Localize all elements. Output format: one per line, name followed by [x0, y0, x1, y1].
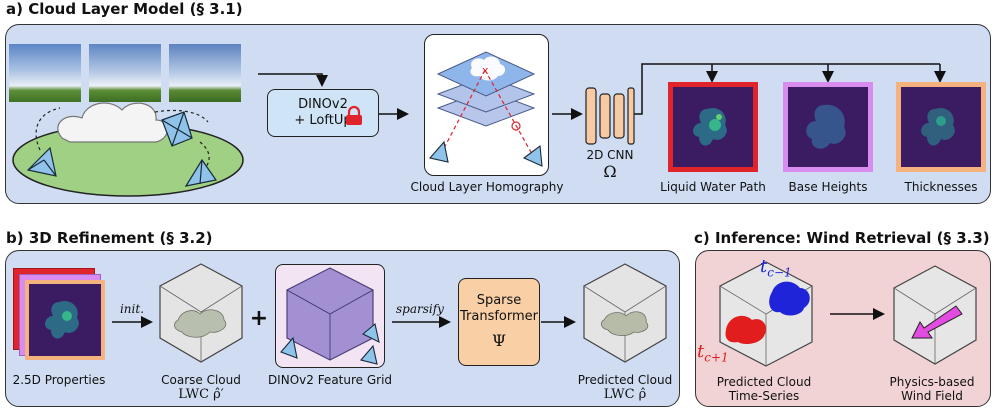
- wind-field-cube: [893, 265, 977, 365]
- lock-icon: [346, 105, 362, 125]
- output-label-lwp: Liquid Water Path: [660, 180, 766, 194]
- output-label-thickness: Thicknesses: [904, 180, 978, 194]
- sky-photo-2: [89, 44, 161, 102]
- stack-label: 2.5D Properties: [12, 373, 106, 387]
- camera-icon-grid-bottom: [360, 344, 378, 365]
- output-map-base-heights: [783, 82, 873, 172]
- homography-illustration: x: [428, 51, 543, 167]
- stack-layer-top: [25, 280, 105, 360]
- feature-grid-illustration: [280, 267, 380, 365]
- camera-icon-grid-left: [280, 336, 298, 359]
- cloud-field-stack: [45, 300, 79, 339]
- wind-line1: Physics-based: [889, 375, 975, 389]
- camera-icon-homography-right: [522, 144, 543, 167]
- sparsify-label: sparsify: [396, 302, 444, 316]
- wind-label: Physics-based Wind Field: [874, 375, 990, 404]
- cnn-block-icon: [585, 87, 635, 145]
- output-map-liquid-water-path: [668, 82, 758, 172]
- t-prev-letter: t: [760, 256, 768, 277]
- homography-label: Cloud Layer Homography: [410, 180, 564, 194]
- t-prev-label: tc−1: [760, 256, 820, 280]
- sparse-transformer-block: Sparse Transformer Ψ: [458, 278, 540, 366]
- dinov2-loftup-encoder: DINOv2 + LoftUp: [267, 89, 379, 137]
- series-line2: Time-Series: [728, 389, 800, 404]
- output-map-thicknesses: [896, 82, 986, 172]
- panel-b-title: b) 3D Refinement (§ 3.2): [6, 229, 213, 247]
- sky-photo-1: [9, 44, 81, 102]
- transformer-line2: Transformer: [459, 309, 538, 324]
- camera-icon-homography-left: [428, 140, 449, 163]
- wind-arrow-icon: [911, 305, 963, 339]
- predicted-cloud-cube: [583, 263, 667, 363]
- init-label: init.: [119, 302, 145, 316]
- cloud-field-thickness: [921, 107, 955, 146]
- transformer-symbol: Ψ: [491, 331, 507, 351]
- time-series-cube: [719, 261, 813, 367]
- camera-icon-top: [161, 111, 193, 147]
- camera-icon-left: [26, 146, 57, 177]
- transformer-line1: Sparse: [476, 292, 522, 308]
- t-prev-sub: c−1: [767, 265, 792, 280]
- coarse-label: Coarse Cloud: [161, 373, 241, 387]
- panel-c-title: c) Inference: Wind Retrieval (§ 3.3): [694, 229, 990, 247]
- camera-icon-grid-right: [362, 322, 380, 344]
- t-next-label: tc+1: [697, 341, 757, 365]
- cloud-field-base: [806, 104, 846, 149]
- arrow-homography-to-cnn: [552, 63, 946, 120]
- coarse-sub: LWC ρ̂′: [178, 387, 224, 402]
- camera-icon-right: [184, 158, 218, 187]
- t-next-letter: t: [697, 341, 705, 362]
- series-label: Predicted Cloud Time-Series: [706, 375, 822, 404]
- series-line1: Predicted Cloud: [716, 375, 812, 389]
- panel-a-title: a) Cloud Layer Model (§ 3.1): [6, 0, 243, 18]
- encoder-line2: + LoftUp: [294, 113, 352, 128]
- plus-sign: +: [249, 306, 269, 331]
- cnn-label: 2D CNN: [586, 148, 634, 162]
- camera-ground-scene: [12, 102, 244, 197]
- cloud-field-lwp: [693, 107, 727, 146]
- feature-grid-label: DINOv2 Feature Grid: [267, 373, 393, 387]
- coarse-cloud-cube: [159, 263, 243, 363]
- encoder-line1: DINOv2: [298, 96, 348, 112]
- sky-photo-3: [169, 44, 241, 102]
- t-next-sub: c+1: [704, 350, 729, 365]
- predicted-label: Predicted Cloud: [577, 373, 673, 387]
- predicted-sub: LWC ρ̂: [603, 387, 647, 402]
- output-label-base: Base Heights: [788, 180, 868, 194]
- cnn-symbol: Ω: [603, 162, 617, 181]
- wind-line2: Wind Field: [901, 389, 963, 404]
